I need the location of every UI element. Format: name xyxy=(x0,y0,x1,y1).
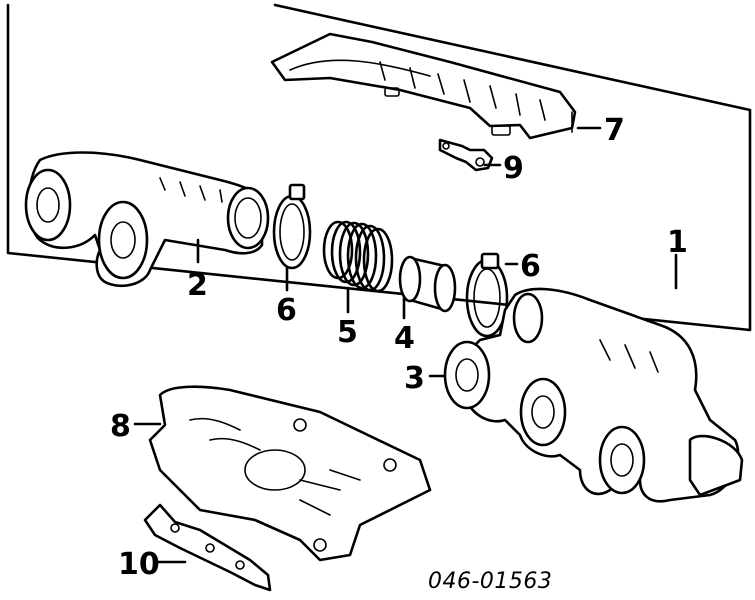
reference-code: 046-01563 xyxy=(428,569,552,594)
callout-6-right: 6 xyxy=(520,249,541,284)
callout-8: 8 xyxy=(110,409,131,444)
assembly-frame xyxy=(6,3,752,332)
callout-5: 5 xyxy=(337,315,358,350)
clamp-right xyxy=(465,252,509,338)
callout-3: 3 xyxy=(404,361,425,396)
clamp-left xyxy=(272,183,312,270)
callout-1: 1 xyxy=(667,225,688,260)
flex-bellows xyxy=(322,220,394,293)
inner-sleeve xyxy=(398,255,457,313)
callout-9: 9 xyxy=(503,151,524,186)
gasket-strip xyxy=(143,503,272,592)
callout-6-left: 6 xyxy=(276,293,297,328)
heat-shield-lower xyxy=(148,385,432,562)
callout-4: 4 xyxy=(394,321,415,356)
callout-10: 10 xyxy=(118,547,160,582)
heat-shield-upper xyxy=(270,32,577,140)
callout-2: 2 xyxy=(187,268,208,303)
exhaust-manifold-right xyxy=(443,287,744,503)
exhaust-manifold-left xyxy=(24,151,270,287)
bracket xyxy=(438,138,494,172)
callout-7: 7 xyxy=(604,113,625,148)
